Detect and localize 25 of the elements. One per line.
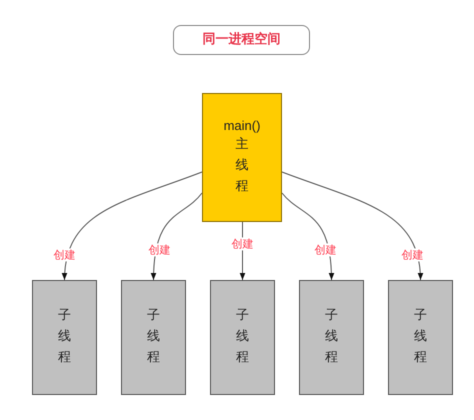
node-label: 子线程 xyxy=(58,307,71,367)
thread-box xyxy=(121,280,186,395)
node-label: 主线程 xyxy=(236,136,248,196)
arrow xyxy=(282,192,334,280)
arrow xyxy=(62,172,202,280)
main-thread-box xyxy=(202,93,282,222)
arrow xyxy=(150,192,202,280)
title: 同一进程空间 xyxy=(202,30,280,49)
edge-label: 创建 xyxy=(230,237,254,251)
thread-box xyxy=(388,280,453,395)
edge-label: 创建 xyxy=(52,248,76,262)
thread-box xyxy=(299,280,364,395)
node-label: 子线程 xyxy=(414,307,427,367)
function-name: main() xyxy=(224,117,260,136)
thread-box xyxy=(32,280,97,395)
node-label: 子线程 xyxy=(147,307,160,367)
edge-label: 创建 xyxy=(314,243,338,257)
edge-label: 创建 xyxy=(148,243,172,257)
arrow xyxy=(240,222,246,280)
thread-box xyxy=(210,280,275,395)
edge-label: 创建 xyxy=(400,248,424,262)
arrow xyxy=(282,172,423,280)
node-label: 子线程 xyxy=(236,307,249,367)
node-label: 子线程 xyxy=(325,307,338,367)
title-box xyxy=(173,25,310,55)
